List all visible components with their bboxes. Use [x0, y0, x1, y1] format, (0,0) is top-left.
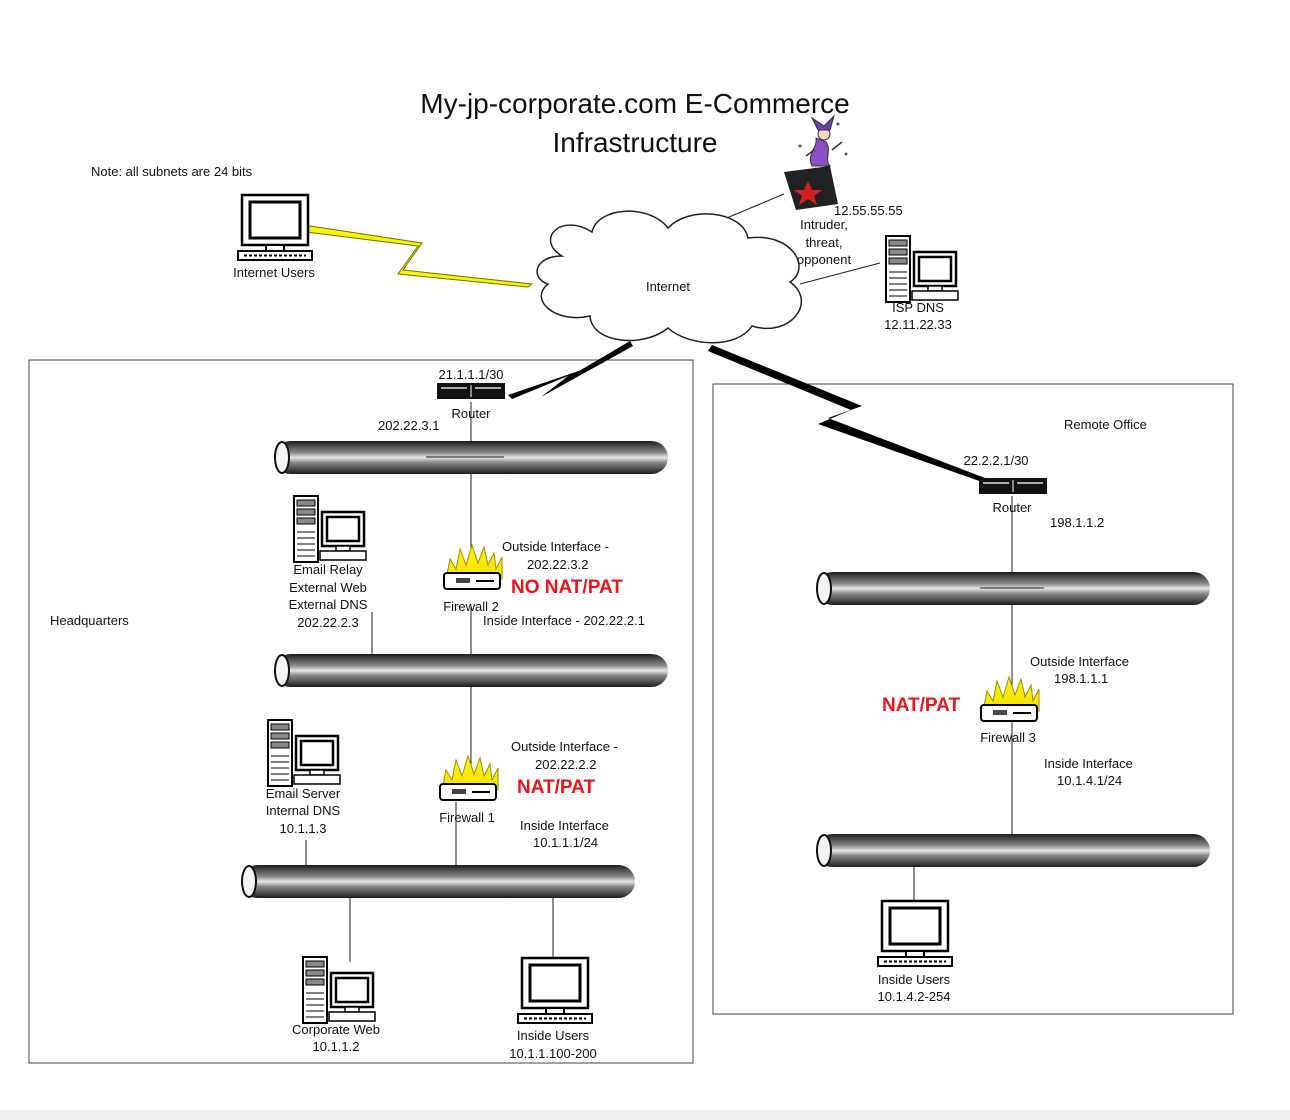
internet-cloud	[536, 210, 803, 344]
remote-wan-link	[708, 345, 985, 483]
headquarters-box	[28, 359, 694, 1064]
remote-outside-segment	[816, 572, 1210, 605]
hq-dmz-segment	[274, 441, 668, 474]
internet-users-link	[305, 225, 534, 288]
firewall-3-inside-ip: 10.1.4.1/24	[1057, 773, 1123, 788]
corporate-web-ip: 10.1.1.2	[312, 1039, 360, 1054]
diagram-title: My-jp-corporate.com E-Commerce Infrastru…	[420, 84, 849, 162]
intruder-icon	[784, 114, 848, 210]
firewall-1-inside-label: Inside Interface	[520, 818, 609, 833]
hq-inside-users-computer-icon	[516, 956, 594, 1025]
title-line-1: My-jp-corporate.com E-Commerce	[420, 88, 850, 119]
firewall-1-icon	[439, 755, 499, 801]
isp-dns-ip: 12.11.22.33	[884, 317, 952, 332]
corporate-web-server-icon	[301, 955, 377, 1025]
remote-inside-users-ip: 10.1.4.2-254	[877, 989, 951, 1004]
firewall-2-inside-label: Inside Interface - 202.22.2.1	[483, 613, 645, 628]
remote-router-name: Router	[992, 500, 1032, 515]
remote-router-lan-ip: 198.1.1.2	[1050, 515, 1105, 530]
firewall-2-outside-ip: 202.22.3.2	[527, 557, 589, 572]
firewall-3-outside-label: Outside Interface	[1030, 654, 1129, 669]
firewall-1-outside-ip: 202.22.2.2	[535, 757, 597, 772]
remote-office-label: Remote Office	[1064, 417, 1147, 432]
firewall-2-outside-label: Outside Interface -	[502, 539, 609, 554]
firewall-1-outside-label: Outside Interface -	[511, 739, 618, 754]
intruder-ip: 12.55.55.55	[834, 203, 903, 218]
remote-router-icon	[978, 477, 1048, 495]
intruder-label-3: opponent	[796, 252, 852, 267]
firewall-2-icon	[443, 544, 503, 590]
email-server-label-2: Internal DNS	[265, 803, 341, 818]
firewall-3-outside-ip: 198.1.1.1	[1054, 671, 1109, 686]
firewall-1-inside-ip: 10.1.1.1/24	[533, 835, 599, 850]
email-server-label-1: Email Server	[265, 786, 341, 801]
hq-router-wan-ip: 21.1.1.1/30	[438, 367, 504, 382]
title-line-2: Infrastructure	[552, 127, 718, 158]
corporate-web-label: Corporate Web	[292, 1022, 380, 1037]
intruder-label-2: threat,	[805, 235, 843, 250]
hq-inside-segment	[241, 865, 635, 898]
headquarters-label: Headquarters	[50, 613, 129, 628]
remote-inside-segment	[816, 834, 1210, 867]
remote-inside-users-computer-icon	[876, 899, 954, 968]
firewall-3-inside-label: Inside Interface	[1044, 756, 1133, 771]
hq-router-lan-ip: 202.22.3.1	[378, 418, 440, 433]
remote-inside-users-label: Inside Users	[877, 972, 951, 987]
firewall-3-name: Firewall 3	[980, 730, 1036, 745]
firewall-3-nat-mode: NAT/PAT	[882, 695, 961, 716]
firewall-2-nat-mode: NO NAT/PAT	[511, 577, 623, 598]
remote-office-box	[712, 383, 1234, 1015]
subnet-note: Note: all subnets are 24 bits	[91, 164, 253, 179]
hq-router-icon	[436, 382, 506, 400]
internet-users-computer-icon	[236, 193, 314, 262]
hq-inside-users-ip: 10.1.1.100-200	[509, 1046, 597, 1061]
hq-router-name: Router	[451, 406, 491, 421]
email-server-ip: 10.1.1.3	[279, 821, 327, 836]
email-relay-server-icon	[292, 494, 368, 564]
intruder-label-1: Intruder,	[800, 217, 848, 232]
internet-users-label: Internet Users	[233, 265, 315, 280]
isp-dns-server-icon	[884, 234, 960, 304]
firewall-1-nat-mode: NAT/PAT	[517, 777, 596, 798]
hq-wan-link	[508, 341, 633, 399]
window-bottom-bar	[0, 1110, 1290, 1120]
email-server-icon	[266, 718, 342, 788]
isp-dns-name: ISP DNS	[892, 300, 944, 315]
email-relay-label-3: External DNS	[288, 597, 368, 612]
hq-inside-users-label: Inside Users	[516, 1028, 590, 1043]
hq-mid-segment	[274, 654, 668, 687]
remote-router-wan-ip: 22.2.2.1/30	[963, 453, 1029, 468]
internet-label: Internet	[645, 279, 691, 294]
firewall-2-name: Firewall 2	[443, 599, 499, 614]
email-relay-label-2: External Web	[289, 580, 367, 595]
firewall-1-name: Firewall 1	[439, 810, 495, 825]
email-relay-ip: 202.22.2.3	[297, 615, 359, 630]
email-relay-label-1: Email Relay	[293, 562, 363, 577]
firewall-3-icon	[980, 676, 1040, 722]
